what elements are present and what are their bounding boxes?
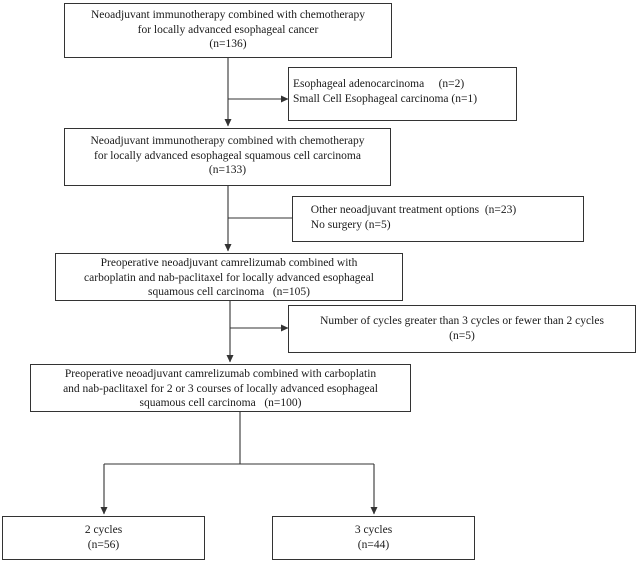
box2-line-1: Neoadjuvant immunotherapy combined with … <box>90 135 365 147</box>
exclusion2-line-1: Other neoadjuvant treatment options (n=2… <box>310 204 517 216</box>
exclusion1-line-1: Esophageal adenocarcinoma (n=2) <box>293 78 465 90</box>
exclusion1-line-2: Small Cell Esophageal carcinoma (n=1) <box>293 92 478 105</box>
box-initial-cohort: Neoadjuvant immunotherapy combined with … <box>64 3 392 58</box>
box-exclusion-histology: Esophageal adenocarcinoma (n=2) Small Ce… <box>288 67 517 121</box>
group-a-label: 2 cycles <box>84 524 123 536</box>
box1-line-2: for locally advanced esophageal cancer <box>137 23 319 36</box>
box1-line-1: Neoadjuvant immunotherapy combined with … <box>90 9 365 21</box>
box-exclusion-treatment: Other neoadjuvant treatment options (n=2… <box>292 196 584 242</box>
box-camrelizumab-cohort: Preoperative neoadjuvant camrelizumab co… <box>55 253 403 301</box>
box-group-3-cycles: 3 cycles (n=44) <box>272 516 475 560</box>
exclusion3-line-2: (n=5) <box>449 329 475 342</box>
box1-line-3: (n=136) <box>209 38 247 50</box>
box3-line-2: carboplatin and nab-paclitaxel for local… <box>84 271 374 284</box>
group-b-count: (n=44) <box>357 538 390 551</box>
box-final-cohort: Preoperative neoadjuvant camrelizumab co… <box>30 364 411 412</box>
group-b-label: 3 cycles <box>354 524 393 536</box>
box2-line-3: (n=133) <box>208 164 247 176</box>
box2-line-2: for locally advanced esophageal squamous… <box>94 149 361 162</box>
box3-line-3: squamous cell carcinoma (n=105) <box>147 286 310 298</box>
box3-line-1: Preoperative neoadjuvant camrelizumab co… <box>100 257 358 269</box>
exclusion3-line-1: Number of cycles greater than 3 cycles o… <box>320 315 604 327</box>
group-a-count: (n=56) <box>87 538 120 551</box>
box-group-2-cycles: 2 cycles (n=56) <box>2 516 205 560</box>
box4-line-3: squamous cell carcinoma (n=100) <box>139 397 302 409</box>
box4-line-2: and nab-paclitaxel for 2 or 3 courses of… <box>63 382 378 395</box>
box-exclusion-cycles: Number of cycles greater than 3 cycles o… <box>288 305 636 353</box>
box-escc-cohort: Neoadjuvant immunotherapy combined with … <box>64 128 391 186</box>
exclusion2-line-2: No surgery (n=5) <box>310 218 391 231</box>
box4-line-1: Preoperative neoadjuvant camrelizumab co… <box>64 368 377 380</box>
